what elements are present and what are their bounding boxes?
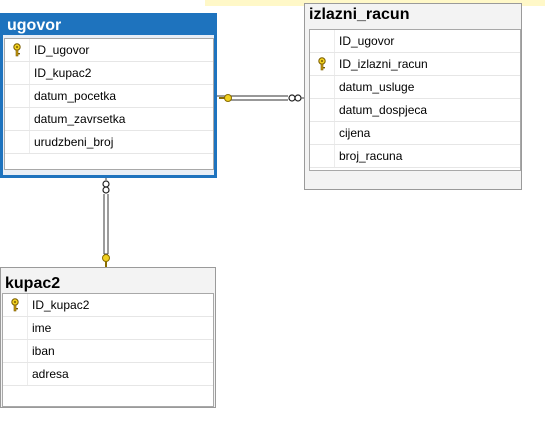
key-icon — [219, 94, 232, 102]
relationship-ugovor-kupac2[interactable] — [102, 177, 110, 267]
column-name: ID_ugovor — [34, 43, 90, 57]
key-slot — [3, 363, 28, 385]
column-name: ime — [32, 321, 52, 335]
key-slot — [310, 53, 335, 75]
relationship-ugovor-izlazni-racun[interactable] — [216, 94, 305, 102]
column-row[interactable]: cijena — [310, 122, 520, 145]
column-name: datum_usluge — [339, 80, 415, 94]
column-name: iban — [32, 344, 55, 358]
table-title[interactable]: izlazni_racun — [309, 6, 410, 23]
key-slot — [3, 294, 28, 316]
key-slot — [5, 62, 30, 84]
column-name: ID_ugovor — [339, 34, 395, 48]
column-name: ID_kupac2 — [34, 66, 92, 80]
column-row[interactable]: broj_racuna — [310, 145, 520, 168]
column-name: urudzbeni_broj — [34, 135, 114, 149]
column-name: broj_racuna — [339, 149, 403, 163]
key-slot — [310, 99, 335, 121]
key-slot — [3, 340, 28, 362]
infinity-icon — [288, 94, 302, 102]
column-row[interactable]: ID_kupac2 — [5, 62, 213, 85]
key-slot — [310, 76, 335, 98]
key-slot — [5, 131, 30, 153]
key-slot — [5, 108, 30, 130]
column-row[interactable]: datum_dospjeca — [310, 99, 520, 122]
key-slot — [310, 30, 335, 52]
column-row[interactable]: ime — [3, 317, 213, 340]
column-row[interactable]: iban — [3, 340, 213, 363]
column-name: datum_pocetka — [34, 89, 117, 103]
column-name: ID_kupac2 — [32, 298, 90, 312]
column-row[interactable]: adresa — [3, 363, 213, 386]
column-name: adresa — [32, 367, 69, 381]
infinity-icon — [102, 180, 110, 194]
table-title[interactable]: kupac2 — [5, 275, 61, 292]
column-name: datum_zavrsetka — [34, 112, 126, 126]
column-row[interactable]: ID_ugovor — [310, 30, 520, 53]
key-slot — [310, 122, 335, 144]
column-row[interactable]: datum_pocetka — [5, 85, 213, 108]
column-row[interactable]: urudzbeni_broj — [5, 131, 213, 154]
column-name: ID_izlazni_racun — [339, 57, 428, 71]
key-slot — [310, 145, 335, 167]
column-row[interactable]: ID_ugovor — [5, 39, 213, 62]
column-row[interactable]: datum_zavrsetka — [5, 108, 213, 131]
key-slot — [5, 85, 30, 107]
table-title[interactable]: ugovor — [3, 16, 214, 35]
column-row[interactable]: datum_usluge — [310, 76, 520, 99]
key-icon — [102, 254, 110, 267]
key-slot — [3, 317, 28, 339]
column-name: cijena — [339, 126, 371, 140]
column-row[interactable]: ID_izlazni_racun — [310, 53, 520, 76]
key-slot — [5, 39, 30, 61]
column-name: datum_dospjeca — [339, 103, 428, 117]
column-row[interactable]: ID_kupac2 — [3, 294, 213, 317]
